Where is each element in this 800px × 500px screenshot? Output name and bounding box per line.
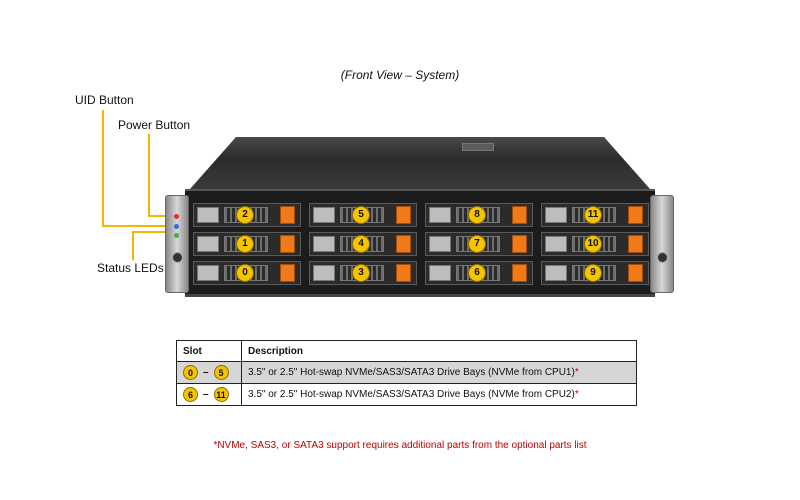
leds-leader-horizontal — [132, 231, 170, 233]
chassis-top-cover — [190, 137, 650, 189]
drive-latch[interactable] — [545, 265, 567, 281]
slot-badge-icon: 6 — [183, 387, 198, 402]
slot-range-cell: 6–11 — [176, 383, 242, 406]
drive-bay-number: 1 — [236, 235, 254, 253]
drive-latch[interactable] — [429, 207, 451, 223]
drive-release-tab[interactable] — [512, 206, 527, 224]
header-description: Description — [241, 340, 637, 362]
drive-release-tab[interactable] — [280, 235, 295, 253]
uid-leader-horizontal — [102, 225, 170, 227]
footnote-mark: * — [574, 389, 579, 400]
status-leds-label: Status LEDs — [97, 261, 164, 275]
table-row: 0–5 3.5" or 2.5" Hot-swap NVMe/SAS3/SATA… — [176, 361, 637, 384]
drive-bay[interactable]: 6 — [425, 261, 533, 285]
drive-bay-number: 4 — [352, 235, 370, 253]
drive-latch[interactable] — [545, 207, 567, 223]
drive-bay-number: 11 — [584, 206, 602, 224]
range-dash: – — [203, 367, 209, 378]
thumbscrew-icon[interactable] — [657, 252, 668, 263]
drive-bay[interactable]: 7 — [425, 232, 533, 256]
drive-bay-number: 5 — [352, 206, 370, 224]
footnote: *NVMe, SAS3, or SATA3 support requires a… — [213, 440, 587, 451]
drive-bay[interactable]: 10 — [541, 232, 649, 256]
drive-latch[interactable] — [197, 207, 219, 223]
power-leader-horizontal — [148, 215, 172, 217]
description-text: 3.5" or 2.5" Hot-swap NVMe/SAS3/SATA3 Dr… — [248, 367, 575, 378]
drive-release-tab[interactable] — [512, 264, 527, 282]
description-text: 3.5" or 2.5" Hot-swap NVMe/SAS3/SATA3 Dr… — [248, 389, 575, 400]
uid-leader-vertical — [102, 110, 104, 227]
power-button-label: Power Button — [118, 118, 191, 132]
table-row: 6–11 3.5" or 2.5" Hot-swap NVMe/SAS3/SAT… — [176, 383, 637, 406]
slot-badge-icon: 5 — [213, 365, 229, 380]
thumbscrew-icon[interactable] — [172, 252, 183, 263]
description-cell: 3.5" or 2.5" Hot-swap NVMe/SAS3/SATA3 Dr… — [241, 383, 637, 406]
figure-caption: (Front View – System) — [340, 68, 460, 82]
drive-bay-number: 8 — [468, 206, 486, 224]
drive-bay[interactable]: 5 — [309, 203, 417, 227]
drive-bay[interactable]: 3 — [309, 261, 417, 285]
drive-latch[interactable] — [313, 265, 335, 281]
drive-release-tab[interactable] — [280, 206, 295, 224]
slot-range-cell: 0–5 — [176, 361, 242, 384]
drive-latch[interactable] — [429, 236, 451, 252]
brand-mark-icon — [654, 204, 668, 240]
drive-release-tab[interactable] — [628, 235, 643, 253]
table-header-row: Slot Description — [176, 340, 637, 362]
drive-bay-number: 10 — [584, 235, 602, 253]
status-led-icon — [174, 233, 179, 238]
uid-button-icon[interactable] — [174, 224, 179, 229]
drive-latch[interactable] — [197, 265, 219, 281]
drive-bay-number: 6 — [468, 264, 486, 282]
slot-badge-icon: 0 — [183, 365, 198, 380]
power-leader-vertical — [148, 134, 150, 216]
drive-release-tab[interactable] — [628, 206, 643, 224]
header-slot: Slot — [176, 340, 242, 362]
range-dash: – — [203, 389, 209, 400]
drive-latch[interactable] — [197, 236, 219, 252]
uid-button-label: UID Button — [75, 93, 134, 107]
drive-release-tab[interactable] — [396, 235, 411, 253]
left-rack-ear — [165, 195, 189, 293]
drive-release-tab[interactable] — [396, 206, 411, 224]
drive-latch[interactable] — [429, 265, 451, 281]
drive-bay-number: 7 — [468, 235, 486, 253]
leds-leader-vertical — [132, 232, 134, 260]
drive-bay-number: 9 — [584, 264, 602, 282]
drive-release-tab[interactable] — [628, 264, 643, 282]
drive-bay-number: 0 — [236, 264, 254, 282]
slot-badge-icon: 11 — [213, 387, 229, 402]
drive-bay[interactable]: 2 — [193, 203, 301, 227]
drive-bay[interactable]: 11 — [541, 203, 649, 227]
slot-description-table: Slot Description 0–5 3.5" or 2.5" Hot-sw… — [176, 340, 637, 406]
power-button-icon[interactable] — [174, 214, 179, 219]
drive-latch[interactable] — [313, 207, 335, 223]
drive-release-tab[interactable] — [280, 264, 295, 282]
chassis-cover-latch — [462, 143, 494, 151]
drive-bay[interactable]: 1 — [193, 232, 301, 256]
drive-latch[interactable] — [545, 236, 567, 252]
drive-bay-number: 3 — [352, 264, 370, 282]
drive-bay[interactable]: 9 — [541, 261, 649, 285]
footnote-mark: * — [574, 367, 579, 378]
drive-bay[interactable]: 8 — [425, 203, 533, 227]
drive-latch[interactable] — [313, 236, 335, 252]
right-rack-ear — [650, 195, 674, 293]
description-cell: 3.5" or 2.5" Hot-swap NVMe/SAS3/SATA3 Dr… — [241, 361, 637, 384]
drive-bay[interactable]: 4 — [309, 232, 417, 256]
drive-bay[interactable]: 0 — [193, 261, 301, 285]
drive-bay-number: 2 — [236, 206, 254, 224]
drive-release-tab[interactable] — [396, 264, 411, 282]
drive-release-tab[interactable] — [512, 235, 527, 253]
